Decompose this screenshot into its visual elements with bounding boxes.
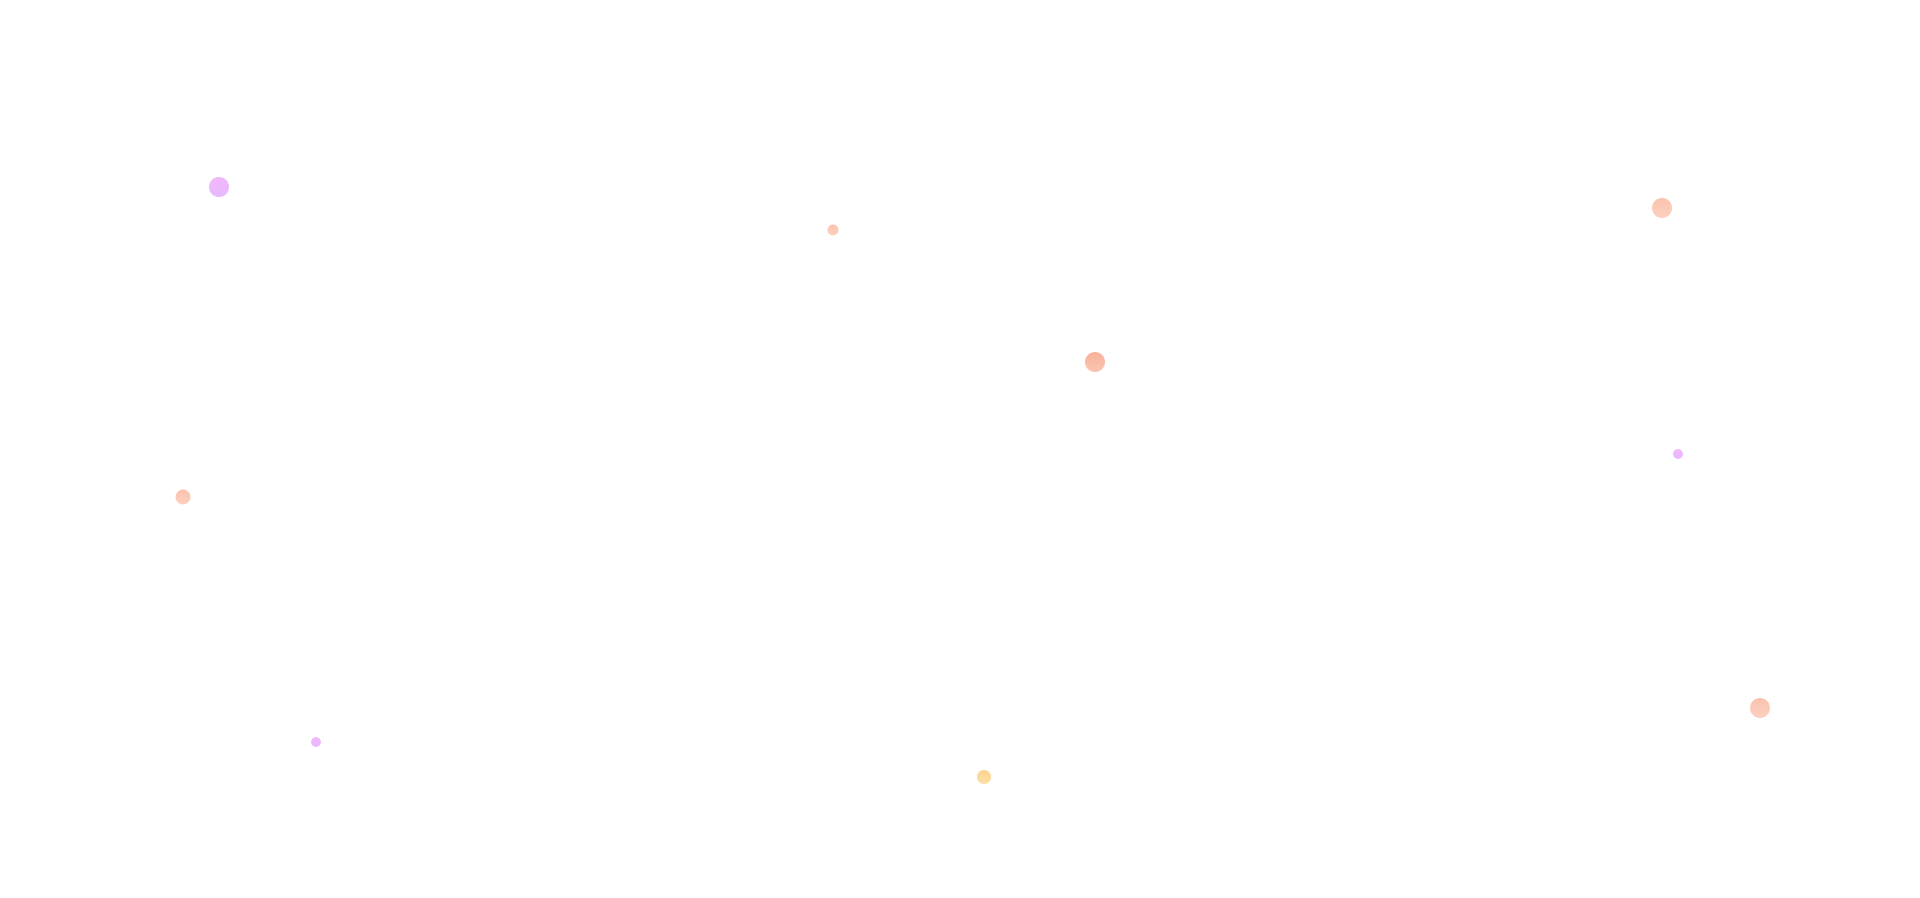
decorative-dot xyxy=(977,770,991,784)
decorative-dot xyxy=(175,489,191,505)
decorative-dot xyxy=(827,224,839,236)
decorative-dot xyxy=(1085,352,1105,372)
decorative-dot xyxy=(1673,449,1683,459)
decorative-dot xyxy=(209,177,229,197)
decorative-dot xyxy=(1750,698,1770,718)
decorative-dot xyxy=(1652,198,1672,218)
decorative-dot xyxy=(311,737,321,747)
